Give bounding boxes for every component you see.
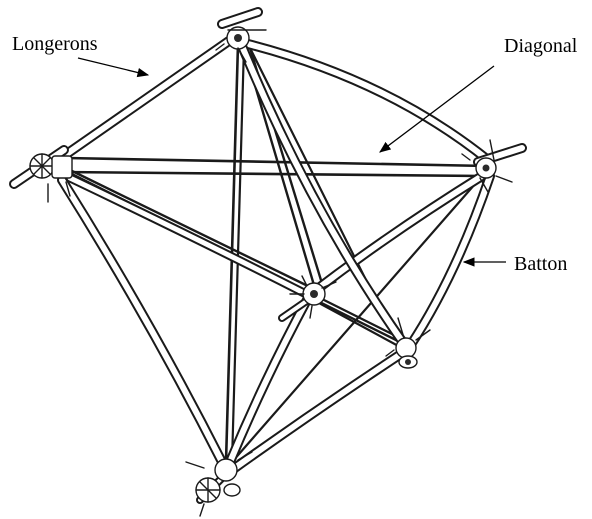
diagonal-cable [60,170,486,178]
joint-bottom [185,451,253,517]
callout-arrows [77,57,506,267]
joint-right [461,139,513,193]
diagonal-cable [68,168,314,290]
joint-top [215,26,267,63]
joint-middle [289,275,337,319]
diagonal-arrow [379,65,495,153]
longerons-label: Longerons [12,33,98,55]
diagonal-cable [230,174,484,464]
joint-lower-right [385,317,431,369]
diagonal-cable [304,294,404,350]
batton-label: Batton [514,253,568,275]
diagonal-cable [230,44,246,464]
joint-left [29,153,73,203]
longerons-arrow [77,57,150,78]
diagonal-label: Diagonal [504,35,578,57]
